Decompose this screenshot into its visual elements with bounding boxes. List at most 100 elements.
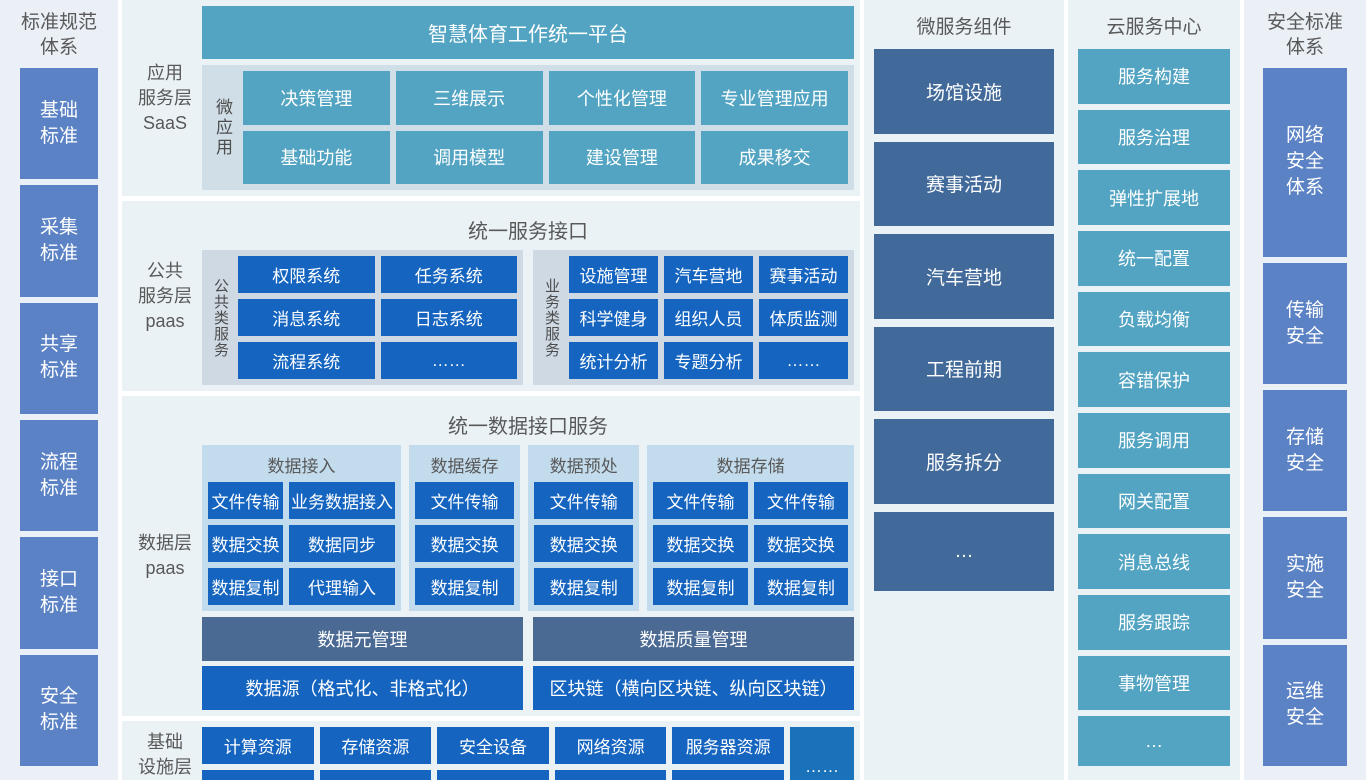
infra-application-resource[interactable]: 应用资源	[672, 770, 784, 780]
data-cache-title: 数据缓存	[430, 457, 499, 476]
business-facility-management[interactable]: 设施管理	[569, 256, 658, 293]
infra-compute-resource[interactable]: 计算资源	[202, 727, 314, 764]
unified-data-interface-banner: 统一数据接口服务	[448, 416, 608, 438]
data-storage-data-replication-1[interactable]: 数据复制	[653, 568, 748, 605]
standard-item-security[interactable]: 安全 标准	[20, 654, 98, 766]
source-bars: 数据源（格式化、非格式化） 区块链（横向区块链、纵向区块链）	[202, 666, 854, 710]
cloud-service-governance[interactable]: 服务治理	[1078, 109, 1230, 165]
data-source-bar[interactable]: 数据源（格式化、非格式化）	[202, 666, 523, 710]
app-personalized-management[interactable]: 个性化管理	[548, 71, 696, 125]
microservice-service-split[interactable]: 服务拆分	[874, 419, 1054, 504]
data-storage-file-transfer-2[interactable]: 文件传输	[753, 482, 848, 519]
data-preprocess-title: 数据预处	[549, 457, 618, 476]
service-message[interactable]: 消息系统	[238, 299, 375, 336]
data-access-data-replication[interactable]: 数据复制	[208, 568, 283, 605]
app-call-model[interactable]: 调用模型	[395, 130, 543, 184]
app-construction-management[interactable]: 建设管理	[548, 130, 696, 184]
security-item-implementation[interactable]: 实施 安全	[1263, 517, 1347, 639]
cloud-gateway-config[interactable]: 网关配置	[1078, 473, 1230, 529]
cloud-load-balancing[interactable]: 负载均衡	[1078, 291, 1230, 347]
microservice-engineering-preliminary[interactable]: 工程前期	[874, 326, 1054, 412]
microservice-event-activity[interactable]: 赛事活动	[874, 141, 1054, 227]
service-more[interactable]: ……	[380, 342, 517, 379]
data-storage-data-replication-2[interactable]: 数据复制	[753, 568, 848, 605]
infra-server-resource[interactable]: 服务器资源	[672, 727, 784, 764]
data-access-title: 数据接入	[267, 457, 336, 476]
data-cache-file-transfer[interactable]: 文件传输	[414, 482, 515, 519]
service-task[interactable]: 任务系统	[380, 256, 517, 293]
security-item-operation[interactable]: 运维 安全	[1263, 644, 1347, 766]
security-item-network[interactable]: 网络 安全 体系	[1263, 68, 1347, 257]
cloud-service-build[interactable]: 服务构建	[1078, 49, 1230, 104]
cloud-unified-config[interactable]: 统一配置	[1078, 231, 1230, 286]
cloud-elastic-scaling[interactable]: 弹性扩展地	[1078, 170, 1230, 226]
infra-storage-resource[interactable]: 存储资源	[319, 727, 432, 764]
standard-item-interface[interactable]: 接口 标准	[20, 537, 98, 649]
cloud-message-bus[interactable]: 消息总线	[1078, 534, 1230, 590]
data-cache-data-exchange[interactable]: 数据交换	[414, 525, 515, 562]
business-more[interactable]: ……	[759, 342, 848, 379]
cloud-fault-tolerance[interactable]: 容错保护	[1078, 352, 1230, 408]
data-storage-file-transfer-1[interactable]: 文件传输	[653, 482, 748, 519]
microservice-more[interactable]: …	[874, 511, 1054, 592]
app-professional-management[interactable]: 专业管理应用	[701, 71, 848, 125]
infra-runtime-resource[interactable]: 运行时资源	[554, 770, 667, 780]
microservice-venue-facility[interactable]: 场馆设施	[874, 49, 1054, 134]
business-statistical-analysis[interactable]: 统计分析	[569, 342, 658, 379]
cloud-transaction-management[interactable]: 事物管理	[1078, 655, 1230, 711]
data-cache-data-replication[interactable]: 数据复制	[414, 568, 515, 605]
security-item-storage[interactable]: 存储 安全	[1263, 390, 1347, 512]
service-workflow[interactable]: 流程系统	[238, 342, 375, 379]
app-decision-management[interactable]: 决策管理	[243, 71, 390, 125]
data-preprocess-data-replication[interactable]: 数据复制	[534, 568, 634, 605]
business-event-activity[interactable]: 赛事活动	[759, 256, 848, 293]
infra-virtualization-resource[interactable]: 虚拟化资源	[202, 770, 314, 780]
infra-network-resource[interactable]: 网络资源	[554, 727, 667, 764]
infra-middleware[interactable]: 中间件	[437, 770, 549, 780]
left-standards-column: 标准规范 体系 基础 标准 采集 标准 共享 标准 流程 标准 接口 标准 安全…	[0, 0, 118, 780]
public-service-grid: 权限系统 任务系统 消息系统 日志系统 流程系统 ……	[238, 256, 517, 379]
data-storage-data-exchange-1[interactable]: 数据交换	[653, 525, 748, 562]
data-quality-management-bar[interactable]: 数据质量管理	[533, 617, 854, 661]
standard-item-sharing[interactable]: 共享 标准	[20, 302, 98, 414]
app-3d-display[interactable]: 三维展示	[395, 71, 543, 125]
business-thematic-analysis[interactable]: 专题分析	[664, 342, 753, 379]
data-cache-group: 数据缓存 文件传输 数据交换 数据复制	[408, 445, 521, 611]
cloud-service-invocation[interactable]: 服务调用	[1078, 413, 1230, 468]
business-car-camp[interactable]: 汽车营地	[664, 256, 753, 293]
data-access-data-exchange[interactable]: 数据交换	[208, 525, 283, 562]
cloud-service-tracing[interactable]: 服务跟踪	[1078, 595, 1230, 650]
data-access-data-sync[interactable]: 数据同步	[288, 525, 395, 562]
data-preprocess-file-transfer[interactable]: 文件传输	[534, 482, 634, 519]
cloud-more[interactable]: …	[1078, 716, 1230, 767]
data-access-business-data[interactable]: 业务数据接入	[288, 482, 395, 519]
data-access-proxy-input[interactable]: 代理输入	[288, 568, 395, 605]
app-basic-function[interactable]: 基础功能	[243, 130, 390, 184]
standard-item-collection[interactable]: 采集 标准	[20, 185, 98, 297]
infra-operating-system[interactable]: 操作系统	[319, 770, 432, 780]
data-layer-label: 数据层 paas	[138, 533, 192, 578]
microservice-car-camp[interactable]: 汽车营地	[874, 234, 1054, 319]
cloud-service-column-title: 云服务中心	[1106, 17, 1202, 38]
blockchain-bar[interactable]: 区块链（横向区块链、纵向区块链）	[533, 666, 854, 710]
unified-service-interface-banner: 统一服务接口	[468, 221, 588, 243]
security-item-transmission[interactable]: 传输 安全	[1263, 262, 1347, 385]
metadata-management-bar[interactable]: 数据元管理	[202, 617, 523, 661]
business-physique-monitoring[interactable]: 体质监测	[759, 299, 848, 336]
data-storage-data-exchange-2[interactable]: 数据交换	[753, 525, 848, 562]
microservice-column: 微服务组件 场馆设施 赛事活动 汽车营地 工程前期 服务拆分 …	[864, 0, 1064, 780]
data-preprocess-data-exchange[interactable]: 数据交换	[534, 525, 634, 562]
standard-item-foundation[interactable]: 基础 标准	[20, 68, 98, 180]
data-preprocess-group: 数据预处 文件传输 数据交换 数据复制	[528, 445, 640, 611]
microservice-column-spacer	[874, 599, 1054, 772]
infra-security-device[interactable]: 安全设备	[437, 727, 549, 764]
standard-item-process[interactable]: 流程 标准	[20, 419, 98, 532]
service-permission[interactable]: 权限系统	[238, 256, 375, 293]
data-access-file-transfer[interactable]: 文件传输	[208, 482, 283, 519]
business-scientific-fitness[interactable]: 科学健身	[569, 299, 658, 336]
infrastructure-panel: 基础 设施层 paas 计算资源 存储资源 安全设备 网络资源 服务器资源 虚拟…	[122, 721, 860, 780]
infra-more[interactable]: ……	[790, 727, 854, 780]
service-log[interactable]: 日志系统	[380, 299, 517, 336]
app-result-handover[interactable]: 成果移交	[701, 130, 848, 184]
business-organization-personnel[interactable]: 组织人员	[664, 299, 753, 336]
